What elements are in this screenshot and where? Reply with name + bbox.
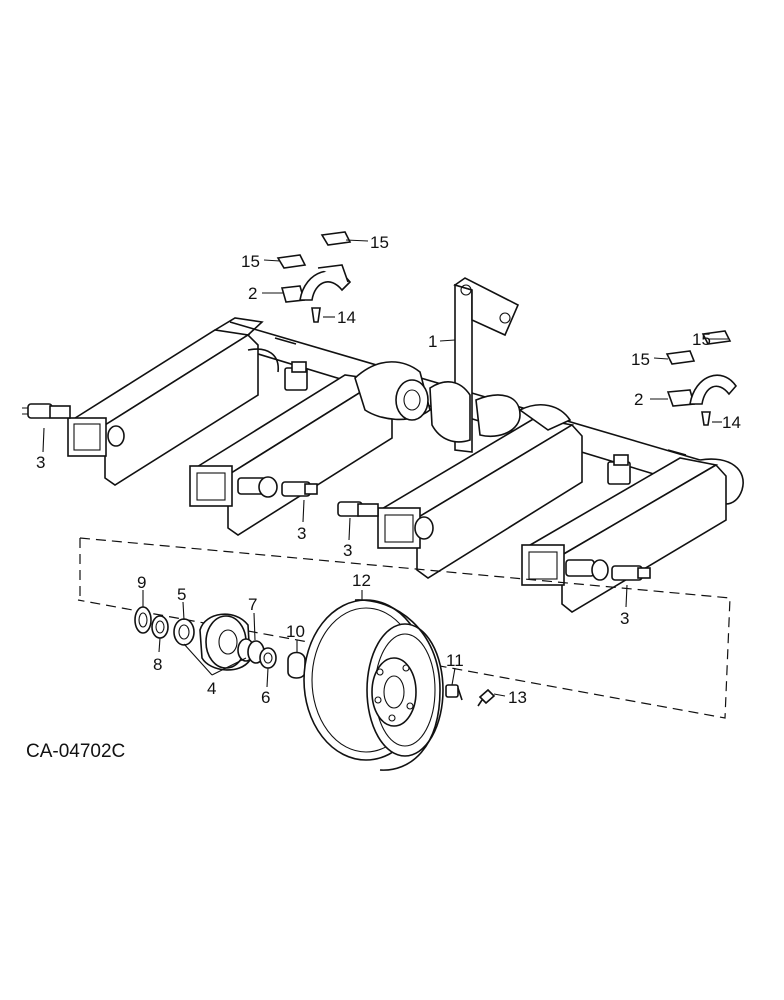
callout-6: 6: [261, 688, 270, 707]
frame-arm-1: [67, 317, 279, 486]
spindle-arm-3: [337, 501, 379, 517]
callout-15: 15: [692, 330, 711, 349]
exploded-view-outline: [77, 537, 731, 719]
callout-14: 14: [337, 308, 356, 327]
callout-2: 2: [634, 390, 643, 409]
callout-4: 4: [207, 679, 216, 698]
center-mast: [429, 277, 521, 453]
spindle-left: [22, 403, 71, 419]
callout-9: 9: [137, 573, 146, 592]
bar-clamp-right: [607, 449, 687, 485]
hub-parts: [134, 606, 306, 679]
callout-15: 15: [241, 252, 260, 271]
callout-10: 10: [286, 622, 305, 641]
callout-14: 14: [722, 413, 741, 432]
spindle-arm-4: [565, 559, 651, 581]
spindle-arm-2: [237, 476, 318, 498]
leader-lines: [42, 239, 728, 697]
callout-13: 13: [508, 688, 527, 707]
drawing-code: CA-04702C: [26, 741, 125, 762]
callout-12: 12: [352, 571, 371, 590]
callout-3: 3: [297, 524, 306, 543]
clamp-set-left: [276, 231, 352, 323]
callout-11: 11: [446, 651, 464, 670]
callout-3: 3: [620, 609, 629, 628]
wheel-rim: [303, 599, 444, 771]
callout-15: 15: [631, 350, 650, 369]
callout-5: 5: [177, 585, 186, 604]
callout-15: 15: [370, 233, 389, 252]
callout-3: 3: [343, 541, 352, 560]
wheel-bolts: [445, 684, 496, 707]
frame-arm-3: [377, 404, 583, 579]
clamp-set-right: [665, 330, 738, 426]
callout-7: 7: [248, 595, 257, 614]
callout-3: 3: [36, 453, 45, 472]
bar-clamp-left: [274, 337, 308, 391]
callout-2: 2: [248, 284, 257, 303]
callout-1: 1: [428, 332, 437, 351]
callout-8: 8: [153, 655, 162, 674]
